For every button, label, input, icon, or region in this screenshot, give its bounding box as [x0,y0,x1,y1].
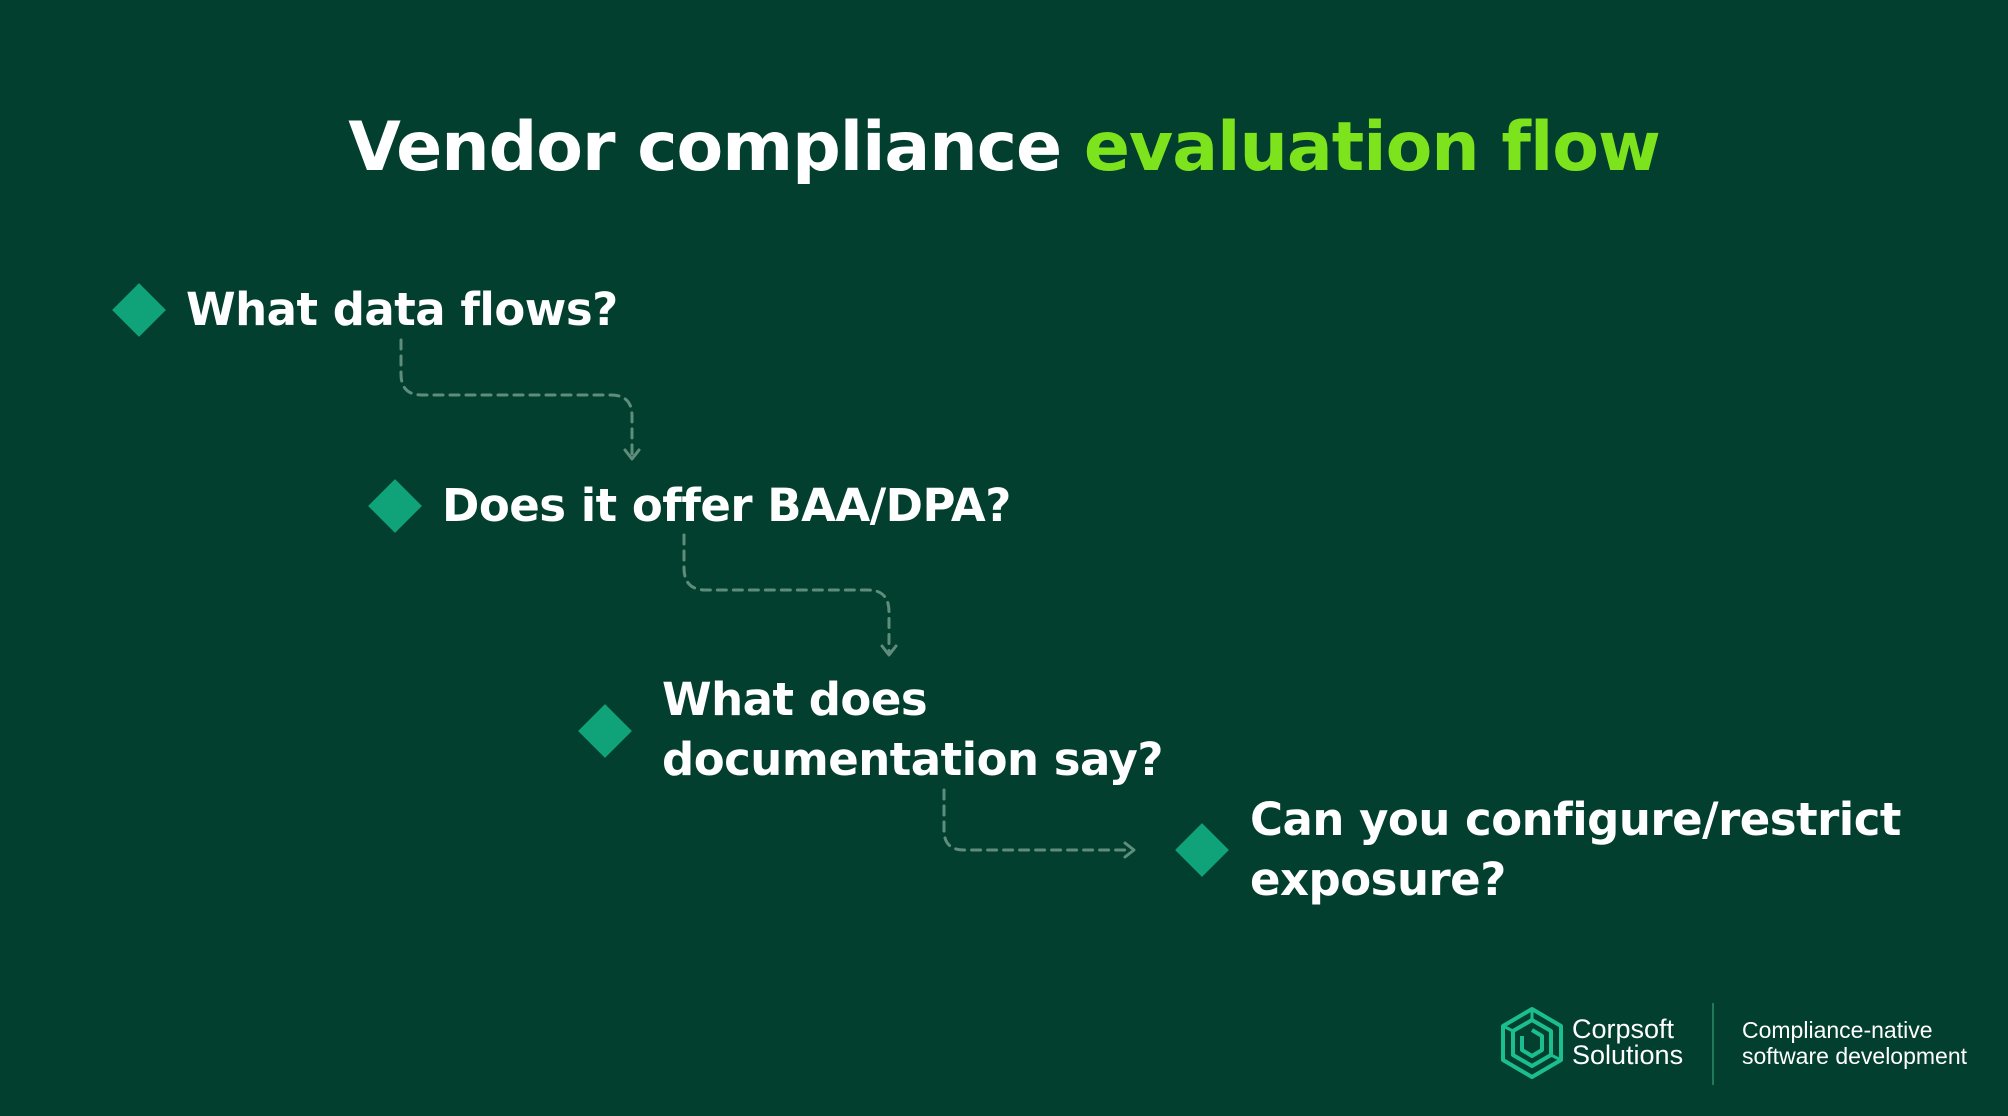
step-4-label-line2: exposure? [1250,853,1506,906]
step-1: What data flows? [186,280,618,340]
connector-2-3-arrowhead [880,644,898,657]
connector-1-2-arrowhead [623,448,641,461]
connector-3-4 [942,788,1132,852]
step-2-label: Does it offer BAA/DPA? [442,479,1011,532]
connector-3-4-arrowhead [1123,841,1136,859]
brand-name-line2: Solutions [1572,1040,1684,1070]
step-3-label-line1: What does [662,673,928,726]
connector-1-2 [399,338,634,458]
connector-2-3 [682,533,891,654]
footer-divider [1712,1003,1714,1085]
page-title: Vendor compliance evaluation flow [0,108,2008,187]
tagline: Compliance-native software development [1742,1017,1967,1069]
tagline-line1: Compliance-native [1742,1017,1933,1043]
brand-name-line1: Corpsoft [1572,1014,1675,1044]
title-main: Vendor compliance [348,108,1084,187]
title-accent: evaluation flow [1083,108,1661,187]
corpsoft-logo-icon [1501,1007,1563,1079]
step-3-label-line2: documentation say? [662,733,1163,786]
brand-name: Corpsoft Solutions [1572,1014,1684,1070]
step-2: Does it offer BAA/DPA? [442,476,1011,536]
step-3: What does documentation say? [662,670,1163,790]
step-1-label: What data flows? [186,283,618,336]
step-4-label-line1: Can you configure/restrict [1250,793,1901,846]
tagline-line2: software development [1742,1043,1968,1069]
step-4: Can you configure/restrict exposure? [1250,790,1901,910]
